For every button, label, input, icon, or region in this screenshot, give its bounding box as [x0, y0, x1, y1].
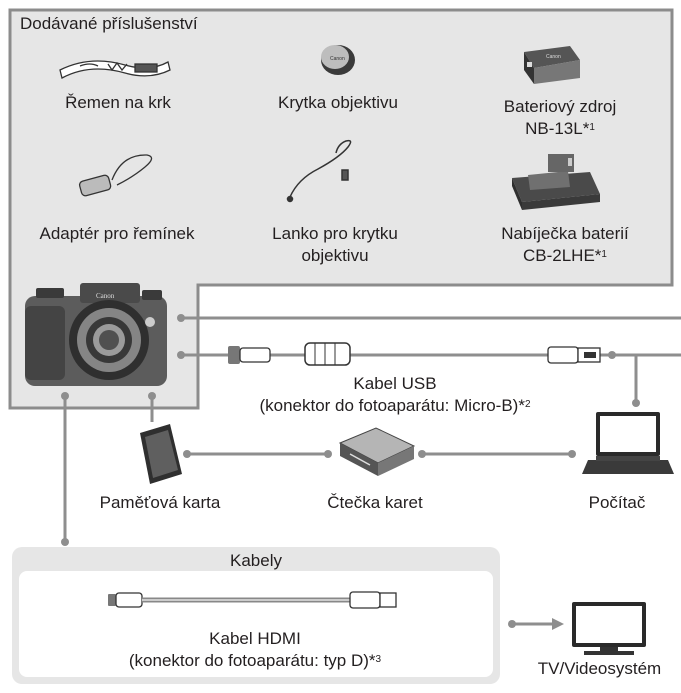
neck-strap-icon [59, 60, 171, 79]
connection-lines [63, 316, 681, 626]
charger-icon [512, 154, 600, 210]
card-reader-label: Čtečka karet [327, 493, 423, 512]
accessory-label-neck-strap: Řemen na krk [65, 93, 171, 112]
laptop-icon [582, 412, 674, 474]
accessories-title: Dodávané příslušenství [20, 14, 198, 33]
svg-text:Canon: Canon [546, 54, 561, 60]
accessory-label-lens-cap-strap: Lanko pro krytku objektivu [272, 224, 398, 265]
footnote-marker: 3 [375, 654, 382, 665]
footnote-marker: 1 [601, 249, 607, 260]
footnote-marker: 1 [589, 122, 595, 133]
usb-cable-label: Kabel USB (konektor do fotoaparátu: Micr… [259, 374, 531, 415]
tv-icon [572, 602, 646, 655]
computer-label: Počítač [588, 493, 646, 512]
tv-label: TV/Videosystém [537, 659, 662, 678]
card-reader-icon [338, 427, 416, 476]
svg-text:Canon: Canon [330, 56, 345, 62]
cables-title: Kabely [230, 551, 282, 570]
svg-text:Canon: Canon [96, 292, 115, 300]
accessories-panel [8, 8, 674, 410]
footnote-marker: 2 [524, 399, 531, 410]
accessory-label-battery: Bateriový zdroj NB-13L*1 [503, 97, 617, 138]
strap-adapter-icon [78, 154, 153, 197]
camera-icon: Canon [25, 283, 167, 386]
hdmi-cable-label: Kabel HDMI (konektor do fotoaparátu: typ… [128, 629, 382, 670]
accessory-label-lens-cap: Krytka objektivu [278, 93, 398, 112]
arrow-head [552, 618, 564, 630]
accessory-label-strap-adapter: Adaptér pro řemínek [39, 224, 195, 243]
battery-icon: Canon [524, 46, 580, 84]
hdmi-cable-icon [108, 591, 397, 609]
connection-dots [61, 314, 640, 628]
memory-card-label: Paměťová karta [99, 493, 221, 512]
usb-cable-icon [228, 342, 601, 366]
accessory-label-charger: Nabíječka baterií CB-2LHE*1 [501, 224, 629, 265]
lens-cap-strap-icon [286, 139, 352, 203]
lens-cap-icon: Canon [321, 45, 355, 75]
memory-card-icon [140, 424, 182, 484]
